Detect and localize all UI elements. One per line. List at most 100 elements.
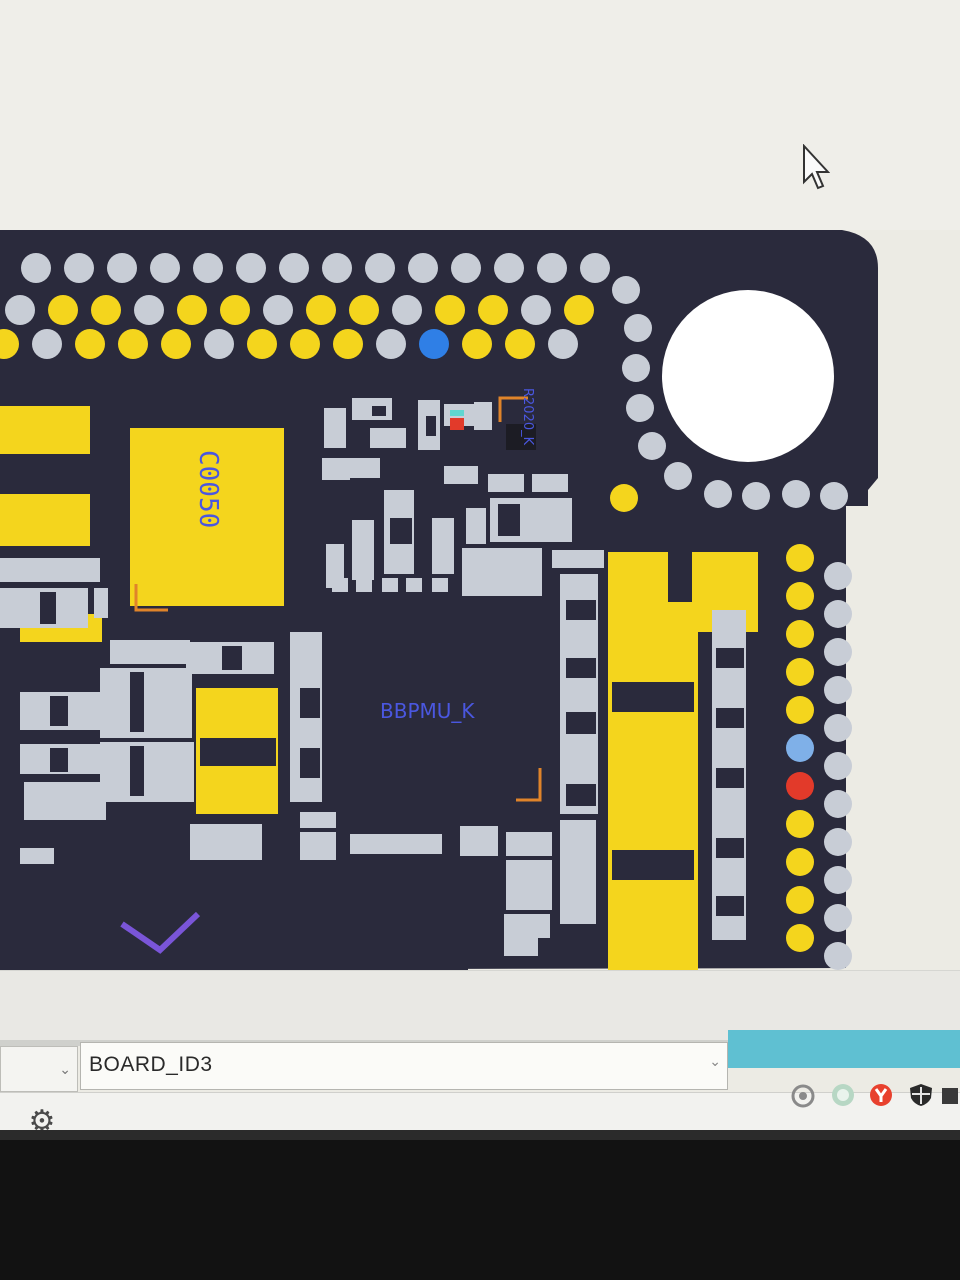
- ic-package[interactable]: [506, 424, 536, 450]
- highlighted-pad[interactable]: [419, 329, 449, 359]
- highlighted-pad[interactable]: [786, 734, 814, 762]
- component-body[interactable]: [566, 600, 596, 620]
- connector-pad[interactable]: [820, 482, 848, 510]
- connector-pad[interactable]: [161, 329, 191, 359]
- connector-pad[interactable]: [580, 253, 610, 283]
- connector-pad[interactable]: [824, 866, 852, 894]
- component-body[interactable]: [498, 504, 520, 536]
- connector-pad[interactable]: [150, 253, 180, 283]
- passive-component[interactable]: [356, 578, 372, 592]
- passive-component[interactable]: [506, 832, 552, 856]
- component-body[interactable]: [372, 406, 386, 416]
- passive-component[interactable]: [488, 474, 524, 492]
- selected-component-marker[interactable]: [450, 410, 464, 416]
- connector-pad[interactable]: [263, 295, 293, 325]
- pcb-board-canvas[interactable]: C0050 BBPMU_K R2020_K: [0, 228, 882, 970]
- highlighted-pad[interactable]: [786, 772, 814, 800]
- connector-pad[interactable]: [333, 329, 363, 359]
- connector-pad[interactable]: [824, 714, 852, 742]
- passive-component[interactable]: [94, 588, 108, 618]
- connector-pad[interactable]: [824, 600, 852, 628]
- connector-pad[interactable]: [622, 354, 650, 382]
- connector-pad[interactable]: [612, 276, 640, 304]
- connector-pad[interactable]: [824, 942, 852, 970]
- component-body[interactable]: [50, 748, 68, 772]
- component-body[interactable]: [612, 682, 694, 712]
- connector-pad[interactable]: [626, 394, 654, 422]
- passive-component[interactable]: [24, 782, 106, 820]
- connector-pad[interactable]: [824, 790, 852, 818]
- passive-component[interactable]: [504, 914, 550, 938]
- passive-component[interactable]: [560, 820, 596, 924]
- connector-pad[interactable]: [638, 432, 666, 460]
- net-name-select[interactable]: BOARD_ID3 ⌄: [80, 1042, 728, 1090]
- connector-pad[interactable]: [610, 484, 638, 512]
- passive-component[interactable]: [444, 466, 478, 484]
- component-body[interactable]: [300, 688, 320, 718]
- connector-pad[interactable]: [786, 810, 814, 838]
- component-body[interactable]: [566, 712, 596, 734]
- connector-pad[interactable]: [786, 582, 814, 610]
- connector-pad[interactable]: [435, 295, 465, 325]
- connector-pad[interactable]: [548, 329, 578, 359]
- connector-pad[interactable]: [478, 295, 508, 325]
- connector-pad[interactable]: [322, 253, 352, 283]
- passive-component[interactable]: [190, 824, 262, 860]
- passive-component[interactable]: [20, 848, 54, 864]
- component-body[interactable]: [200, 738, 276, 766]
- component-body[interactable]: [716, 648, 744, 668]
- passive-component[interactable]: [432, 578, 448, 592]
- connector-pad[interactable]: [75, 329, 105, 359]
- connector-pad[interactable]: [494, 253, 524, 283]
- passive-component[interactable]: [332, 578, 348, 592]
- connector-pad[interactable]: [786, 544, 814, 572]
- connector-pad[interactable]: [451, 253, 481, 283]
- layer-select[interactable]: ⌄: [0, 1046, 78, 1092]
- passive-component[interactable]: [100, 668, 192, 738]
- component-body[interactable]: [716, 708, 744, 728]
- pcb-board-view[interactable]: C0050 BBPMU_K R2020_K: [0, 228, 882, 970]
- connector-pad[interactable]: [365, 253, 395, 283]
- connector-pad[interactable]: [564, 295, 594, 325]
- connector-pad[interactable]: [177, 295, 207, 325]
- connector-pad[interactable]: [64, 253, 94, 283]
- bga-chip-bottom[interactable]: [0, 880, 468, 970]
- connector-pad[interactable]: [376, 329, 406, 359]
- connector-pad[interactable]: [824, 676, 852, 704]
- component-body[interactable]: [668, 552, 692, 602]
- connector-pad[interactable]: [505, 329, 535, 359]
- bga-chip-c0050[interactable]: [130, 428, 284, 606]
- connector-pad[interactable]: [236, 253, 266, 283]
- connector-pad[interactable]: [32, 329, 62, 359]
- connector-pad[interactable]: [290, 329, 320, 359]
- selected-component-marker[interactable]: [450, 418, 464, 430]
- passive-component[interactable]: [460, 826, 498, 856]
- connector-pad[interactable]: [782, 480, 810, 508]
- connector-pad[interactable]: [521, 295, 551, 325]
- passive-component[interactable]: [432, 518, 454, 574]
- connector-pad[interactable]: [624, 314, 652, 342]
- passive-component[interactable]: [382, 578, 398, 592]
- connector-pad[interactable]: [824, 752, 852, 780]
- connector-pad[interactable]: [220, 295, 250, 325]
- passive-component[interactable]: [370, 428, 406, 448]
- component-body[interactable]: [300, 748, 320, 778]
- connector-pad[interactable]: [5, 295, 35, 325]
- connector-pad[interactable]: [537, 253, 567, 283]
- component-body[interactable]: [566, 658, 596, 678]
- component-body[interactable]: [222, 646, 242, 670]
- component-body[interactable]: [612, 850, 694, 880]
- passive-component[interactable]: [324, 408, 346, 448]
- connector-pad[interactable]: [134, 295, 164, 325]
- passive-component[interactable]: [532, 474, 568, 492]
- connector-pad[interactable]: [0, 329, 19, 359]
- connector-pad[interactable]: [193, 253, 223, 283]
- connector-pad[interactable]: [786, 620, 814, 648]
- component-body[interactable]: [716, 768, 744, 788]
- passive-component[interactable]: [352, 520, 374, 580]
- connector-pad[interactable]: [786, 848, 814, 876]
- passive-component[interactable]: [506, 860, 552, 910]
- component-body[interactable]: [50, 696, 68, 726]
- connector-pad[interactable]: [204, 329, 234, 359]
- passive-component[interactable]: [110, 640, 190, 664]
